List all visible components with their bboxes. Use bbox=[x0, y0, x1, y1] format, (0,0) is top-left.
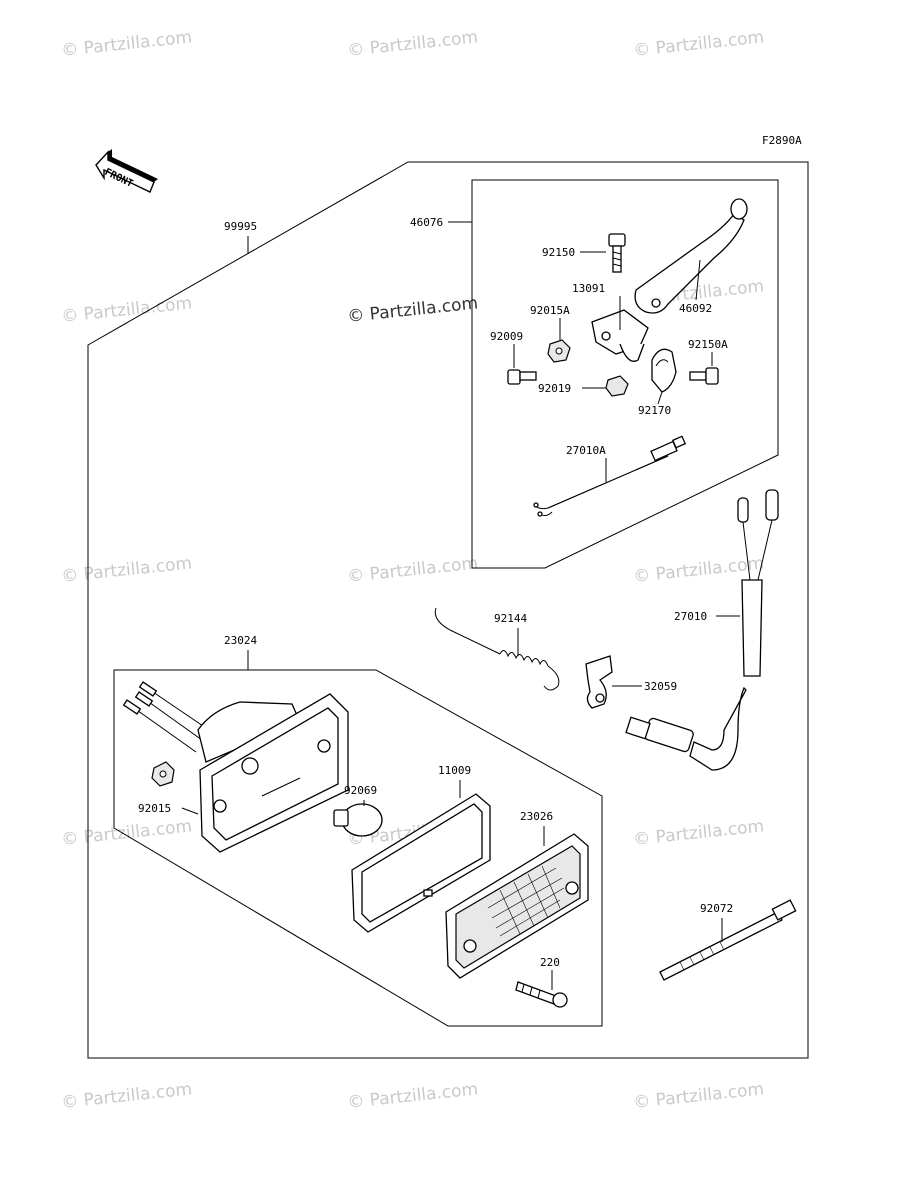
switch-assy-frame bbox=[471, 179, 779, 569]
bolt-92150A bbox=[689, 367, 719, 385]
bracket-13091 bbox=[591, 309, 649, 362]
screw-220 bbox=[515, 981, 568, 1008]
callout-92009: 92009 bbox=[490, 330, 523, 343]
screw-92009 bbox=[507, 369, 537, 385]
watermark: © Partzilla.com bbox=[60, 27, 193, 61]
bracket-32059 bbox=[585, 655, 613, 709]
nut-92019 bbox=[605, 375, 629, 397]
spring-92144 bbox=[434, 607, 560, 691]
nut-92015 bbox=[151, 761, 175, 787]
callout-23026: 23026 bbox=[520, 810, 553, 823]
watermark: © Partzilla.com bbox=[346, 1079, 479, 1113]
tail-lamp-assy-frame bbox=[113, 669, 603, 1027]
callout-92170: 92170 bbox=[638, 404, 671, 417]
watermark: © Partzilla.com bbox=[632, 816, 765, 850]
callout-220: 220 bbox=[540, 956, 560, 969]
figure-code: F2890A bbox=[762, 134, 802, 147]
lamp-housing-23024 bbox=[122, 681, 349, 853]
callout-92072: 92072 bbox=[700, 902, 733, 915]
callout-92144: 92144 bbox=[494, 612, 527, 625]
main-kit-frame bbox=[87, 161, 809, 1059]
clamp-92170 bbox=[651, 348, 677, 393]
callout-92150A: 92150A bbox=[688, 338, 728, 351]
callout-92069: 92069 bbox=[344, 784, 377, 797]
brake-switch-27010 bbox=[625, 489, 779, 771]
watermark: © Partzilla.com bbox=[60, 293, 193, 327]
watermark: © Partzilla.com bbox=[346, 553, 479, 587]
callout-92015A: 92015A bbox=[530, 304, 570, 317]
watermarks: © Partzilla.com © Partzilla.com © Partzi… bbox=[60, 27, 765, 1113]
lever-46092 bbox=[634, 198, 748, 314]
callout-27010: 27010 bbox=[674, 610, 707, 623]
callout-92015: 92015 bbox=[138, 802, 171, 815]
callout-32059: 32059 bbox=[644, 680, 677, 693]
callout-99995: 99995 bbox=[224, 220, 257, 233]
callout-11009: 11009 bbox=[438, 764, 471, 777]
cable-tie-92072 bbox=[659, 899, 797, 981]
lens-23026 bbox=[445, 833, 589, 979]
nut-92015A bbox=[547, 339, 571, 363]
watermark: © Partzilla.com bbox=[632, 1079, 765, 1113]
watermark: © Partzilla.com bbox=[60, 553, 193, 587]
watermark: © Partzilla.com bbox=[346, 27, 479, 61]
callout-46092: 46092 bbox=[679, 302, 712, 315]
watermark: © Partzilla.com bbox=[60, 1079, 193, 1113]
bolt-92150 bbox=[608, 233, 626, 273]
callout-13091: 13091 bbox=[572, 282, 605, 295]
watermark: © Partzilla.com bbox=[60, 816, 193, 850]
callout-46076: 46076 bbox=[410, 216, 443, 229]
front-arrow-icon: FRONT bbox=[95, 149, 158, 193]
callout-92019: 92019 bbox=[538, 382, 571, 395]
bulb-92069 bbox=[333, 803, 383, 837]
switch-wire-27010A bbox=[533, 435, 687, 517]
watermark-main: © Partzilla.com bbox=[346, 293, 479, 327]
callout-27010A: 27010A bbox=[566, 444, 606, 457]
callout-92150: 92150 bbox=[542, 246, 575, 259]
gasket-11009 bbox=[351, 793, 491, 933]
watermark: © Partzilla.com bbox=[632, 27, 765, 61]
callout-23024: 23024 bbox=[224, 634, 257, 647]
